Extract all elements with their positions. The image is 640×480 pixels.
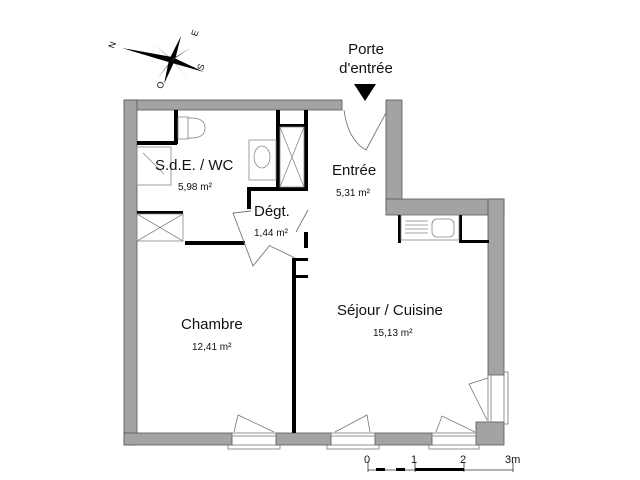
- room-name-chambre: Chambre: [181, 316, 243, 333]
- windows[interactable]: [227, 371, 509, 450]
- scale-label-1: 1: [411, 454, 418, 466]
- compass-rose-icon: N: [106, 36, 204, 84]
- room-area-chambre: 12,41 m²: [192, 342, 232, 353]
- fixtures: [136, 116, 460, 242]
- partitions: [137, 110, 489, 433]
- room-area-sde-wc: 5,98 m²: [178, 182, 212, 193]
- scale-label-3m: 3m: [505, 454, 521, 466]
- room-area-entree: 5,31 m²: [336, 188, 370, 199]
- entrance-arrow-icon: [354, 84, 376, 101]
- room-name-sde-wc: S.d.E. / WC: [155, 157, 234, 174]
- room-area-degt: 1,44 m²: [254, 228, 288, 239]
- compass-n: N: [106, 40, 118, 50]
- entrance-line1: Porte: [348, 41, 384, 58]
- entrance-line2: d'entrée: [339, 60, 393, 77]
- scale-bar: [367, 462, 514, 472]
- room-name-sejour-cuisine: Séjour / Cuisine: [337, 302, 443, 319]
- room-name-entree: Entrée: [332, 162, 377, 179]
- entrance-label: Porte d'entrée: [330, 40, 402, 78]
- exterior-walls: [123, 99, 505, 446]
- scale-label-2: 2: [460, 454, 467, 466]
- room-name-degt: Dégt.: [254, 203, 290, 220]
- scale-label-0: 0: [364, 454, 371, 466]
- doors[interactable]: [232, 109, 388, 267]
- room-area-sejour-cuisine: 15,13 m²: [373, 328, 413, 339]
